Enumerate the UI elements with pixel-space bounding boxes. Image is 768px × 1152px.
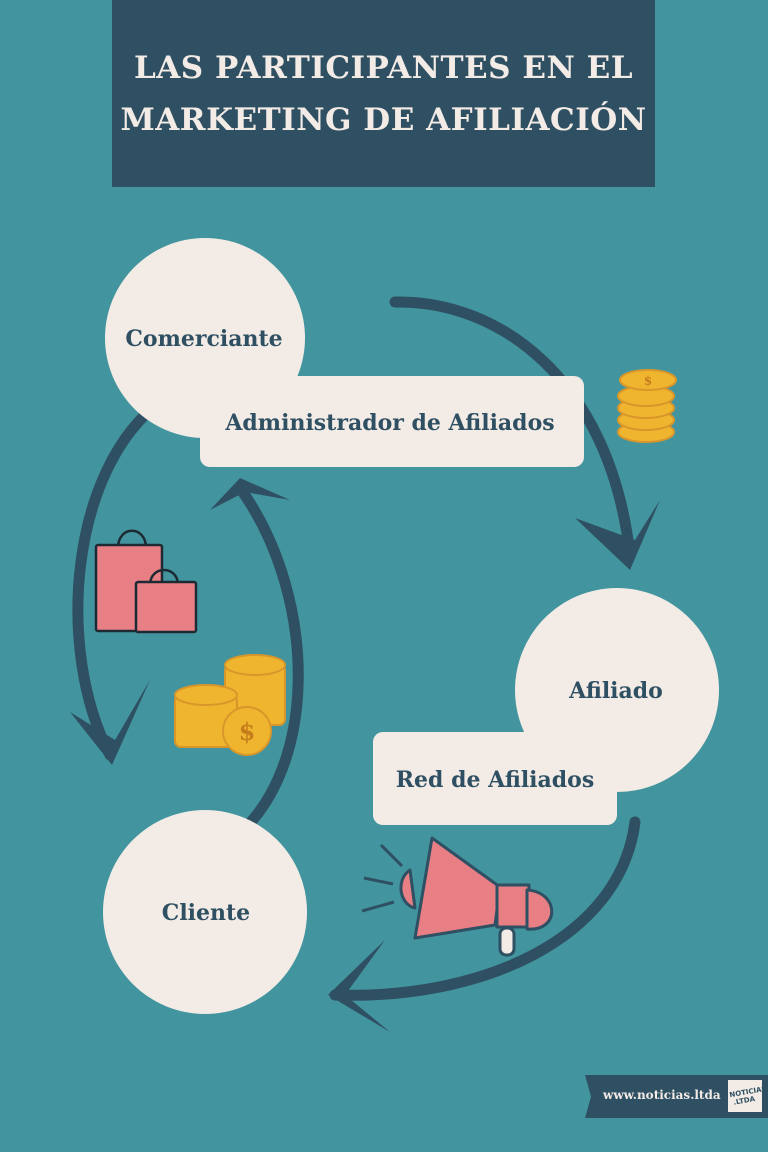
noticias-logo: NOTICIAS .LTDA (728, 1080, 767, 1112)
arrow-comerciante-to-cliente (72, 396, 166, 761)
node-red-box (373, 732, 617, 825)
svg-text:$: $ (644, 374, 652, 388)
label-cliente: Cliente (161, 900, 251, 926)
node-administrador-box (200, 376, 584, 467)
arrowhead-bottom (328, 940, 390, 1032)
coins-pile-icon: $ (174, 654, 286, 756)
title-line-2: MARKETING DE AFILIACIÓN (120, 101, 647, 138)
arrow-cliente-to-comerciante (219, 482, 304, 851)
label-administrador: Administrador de Afiliados (225, 410, 555, 436)
title-line-1: LAS PARTICIPANTES EN EL (133, 49, 634, 86)
arrowhead-left (70, 680, 150, 765)
arrow-comerciante-to-afiliado (389, 296, 636, 561)
shopping-bags-icon (94, 529, 198, 634)
label-comerciante: Comerciante (125, 326, 283, 352)
arrowhead-right (575, 500, 660, 570)
footer-banner: www.noticias.ltda NOTICIAS .LTDA (585, 1075, 768, 1118)
arrowhead-middle (210, 478, 290, 510)
node-cliente-circle (103, 810, 307, 1014)
title-banner: LAS PARTICIPANTES EN EL MARKETING DE AFI… (112, 0, 655, 187)
megaphone-icon (361, 836, 554, 957)
svg-text:$: $ (239, 717, 256, 746)
coin-stack-icon: $ (617, 369, 677, 443)
arrow-afiliado-to-cliente (329, 816, 641, 1001)
footer-url[interactable]: www.noticias.ltda (603, 1088, 721, 1102)
label-afiliado: Afiliado (569, 678, 663, 704)
label-red: Red de Afiliados (395, 767, 595, 793)
